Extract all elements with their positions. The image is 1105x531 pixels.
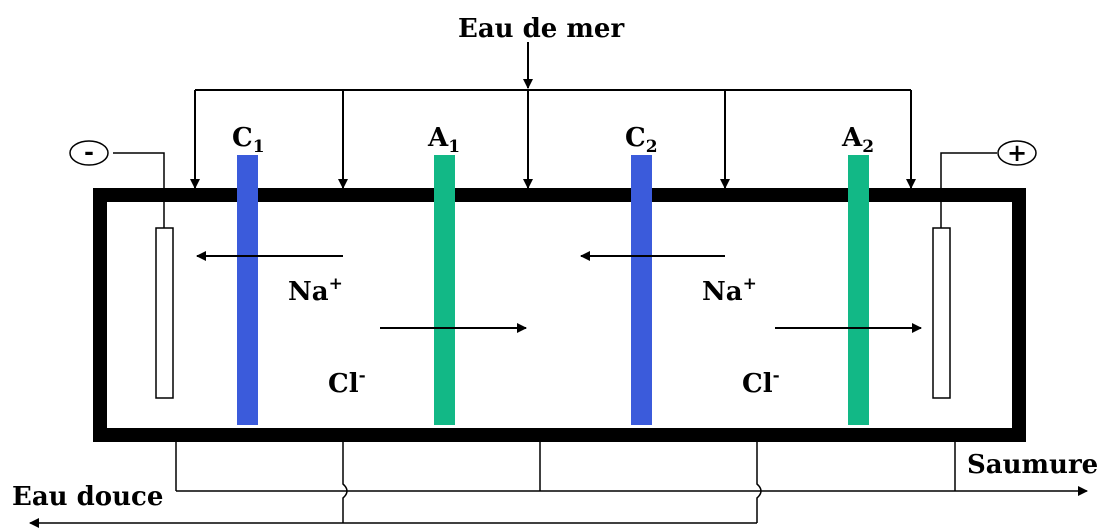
negative-terminal <box>69 140 109 166</box>
sea-water-label: Eau de mer <box>458 14 624 44</box>
anode-plate <box>932 227 951 399</box>
membrane-a2 <box>848 155 869 425</box>
cathode-plate <box>155 227 174 399</box>
sodium-ion-label-2: Na+ <box>702 274 757 307</box>
brine-label: Saumure <box>967 450 1098 480</box>
sodium-ion-label-1: Na+ <box>288 274 343 307</box>
fresh-water-drop-2 <box>756 442 762 523</box>
fresh-water-label: Eau douce <box>12 482 163 512</box>
membrane-c2 <box>631 155 652 425</box>
positive-terminal <box>997 140 1037 166</box>
negative-wire <box>113 152 165 228</box>
membrane-a2-label: A2 <box>841 123 874 157</box>
membrane-c1-label: C1 <box>232 123 265 157</box>
positive-sign: + <box>1007 138 1027 167</box>
membrane-a1-label: A1 <box>427 123 460 157</box>
fresh-water-drop-1 <box>342 442 348 523</box>
chloride-ion-label-2: Cl- <box>742 366 780 399</box>
negative-sign: - <box>84 137 94 166</box>
membrane-a1 <box>434 155 455 425</box>
chloride-ion-label-1: Cl- <box>328 366 366 399</box>
membrane-c2-label: C2 <box>625 123 658 157</box>
membrane-c1 <box>237 155 258 425</box>
positive-wire <box>940 152 997 228</box>
